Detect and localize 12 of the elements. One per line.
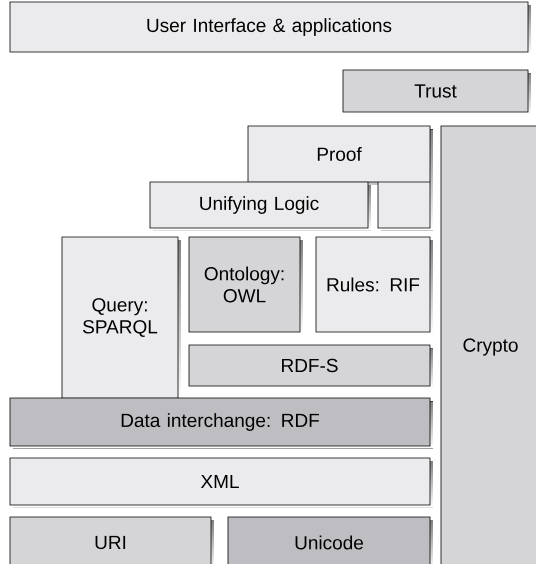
layer-box: Trust	[342, 70, 531, 115]
layer-box: XML	[10, 458, 433, 508]
layer-box: RDF-S	[188, 344, 433, 389]
layer-box: Unicode	[228, 516, 433, 564]
layer-box: Query: SPARQL	[62, 236, 181, 401]
layer-box: URI	[10, 516, 214, 564]
layer-box: Rules: RIF	[316, 236, 433, 335]
layer-box: Unifying Logic	[150, 182, 371, 231]
side-column: Crypto	[440, 126, 536, 564]
layer-box: Ontology: OWL	[188, 236, 303, 335]
layer-box: Data interchange: RDF	[10, 398, 433, 449]
layer-box: User Interface & applications	[10, 2, 531, 55]
